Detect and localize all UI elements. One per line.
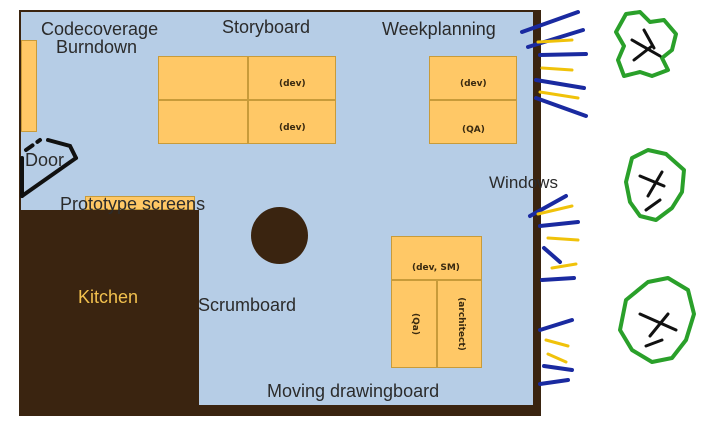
group-desk-top: (dev, SM) xyxy=(391,236,482,280)
window-icon xyxy=(538,318,574,386)
storyboard-desk-tr: (dev) xyxy=(248,56,336,100)
moving-drawingboard-label: Moving drawingboard xyxy=(267,381,440,401)
plant-icon xyxy=(618,276,696,364)
scrumboard-label: Scrumboard xyxy=(198,295,297,315)
week-desk-top: (dev) xyxy=(429,56,517,100)
storyboard-desk-bl xyxy=(158,100,248,144)
kitchen-area xyxy=(21,212,198,414)
scrumboard-table xyxy=(251,207,308,264)
storyboard-desk-tl xyxy=(158,56,248,100)
desk-label: (dev) xyxy=(279,123,306,133)
door-icon xyxy=(20,138,78,198)
codecoverage-label: Codecoverage xyxy=(41,19,159,39)
window-icon xyxy=(520,10,588,118)
desk-label: (QA) xyxy=(462,125,485,135)
codecoverage-board xyxy=(21,40,37,132)
desk-label: (dev) xyxy=(279,79,306,89)
desk-label: (dev) xyxy=(460,79,487,89)
plant-icon xyxy=(614,10,678,78)
weekplanning-label: Weekplanning xyxy=(382,19,496,39)
group-desk-right: (architect) xyxy=(437,280,482,368)
prototype-screens-board xyxy=(85,196,195,210)
storyboard-desk-br: (dev) xyxy=(248,100,336,144)
group-desk-left: (Qa) xyxy=(391,280,437,368)
burndown-label: Burndown xyxy=(56,37,138,57)
storyboard-label: Storyboard xyxy=(222,17,311,37)
kitchen-label: Kitchen xyxy=(78,287,139,307)
window-icon xyxy=(528,194,580,282)
windows-label: Windows xyxy=(489,173,558,192)
door-label: Door xyxy=(25,150,65,170)
desk-label: (dev, SM) xyxy=(412,263,460,273)
plant-icon xyxy=(624,148,686,222)
week-desk-bottom: (QA) xyxy=(429,100,517,144)
prototype-screens-label: Prototype screens xyxy=(60,194,206,214)
